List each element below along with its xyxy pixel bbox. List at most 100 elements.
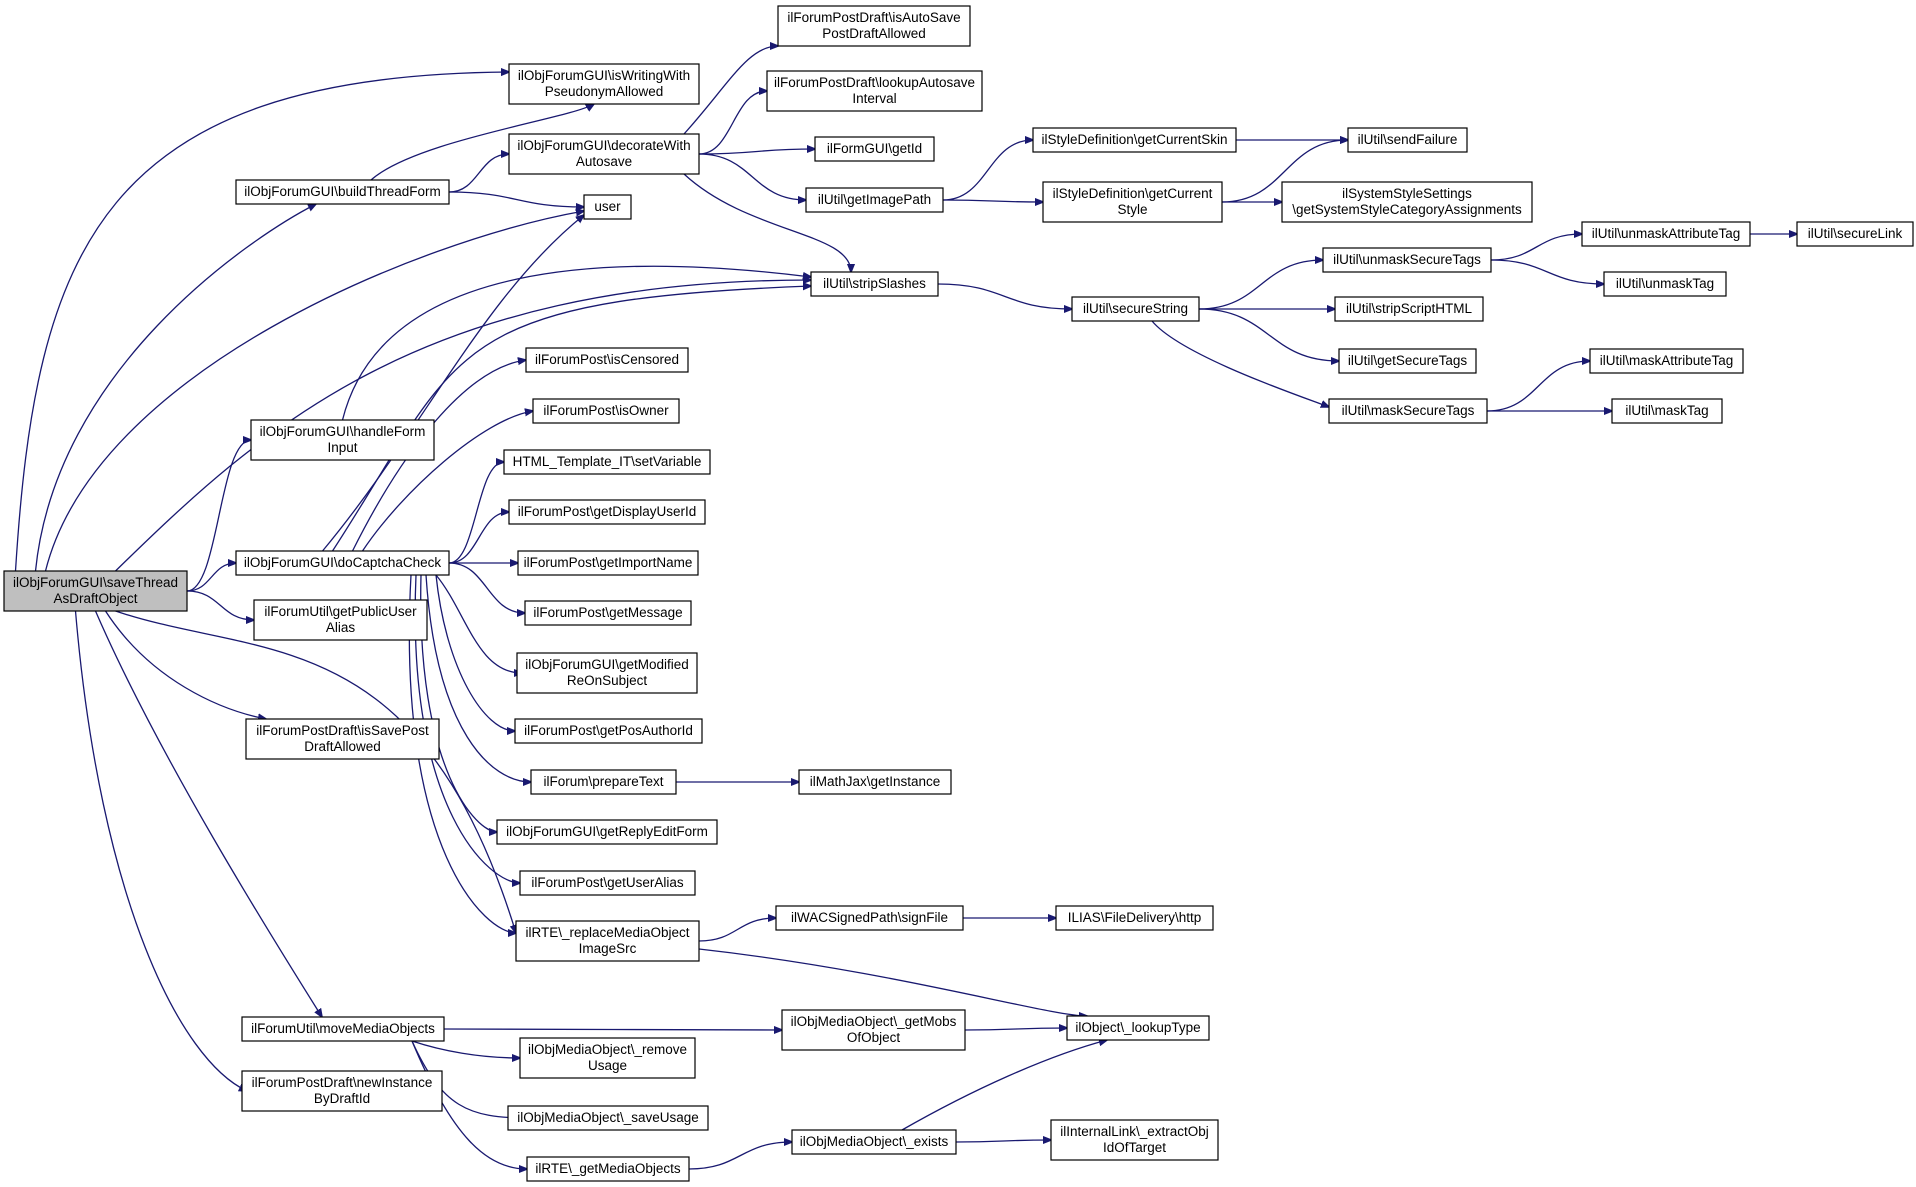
node-label: ilUtil\secureString	[1083, 301, 1188, 316]
node-label: ilObjForumGUI\doCaptchaCheck	[244, 555, 442, 570]
node-buildThreadForm[interactable]: ilObjForumGUI\buildThreadForm	[235, 179, 450, 205]
node-sendFailure[interactable]: ilUtil\sendFailure	[1347, 127, 1468, 153]
edge-buildThreadForm-to-user	[448, 191, 584, 207]
node-box	[241, 1070, 443, 1112]
edge-decorateWith-to-isAutoSave	[683, 46, 778, 135]
node-secureLink[interactable]: ilUtil\secureLink	[1796, 221, 1914, 247]
node-stripScriptHTML[interactable]: ilUtil\stripScriptHTML	[1334, 296, 1484, 322]
edge-moveMediaObjects-to-getMobs	[443, 1029, 782, 1030]
node-signFile[interactable]: ilWACSignedPath\signFile	[775, 905, 964, 931]
node-getImportName[interactable]: ilForumPost\getImportName	[517, 550, 699, 576]
node-box	[1066, 1015, 1210, 1041]
node-box	[775, 905, 964, 931]
node-setVariable[interactable]: HTML_Template_IT\setVariable	[503, 449, 711, 475]
node-getSecureTags[interactable]: ilUtil\getSecureTags	[1338, 348, 1477, 374]
node-box	[810, 271, 939, 297]
node-getUserAlias[interactable]: ilForumPost\getUserAlias	[519, 870, 696, 896]
node-isWritingWith[interactable]: ilObjForumGUI\isWritingWithPseudonymAllo…	[508, 63, 700, 105]
node-isOwner[interactable]: ilForumPost\isOwner	[532, 398, 680, 424]
node-label: ilObjForumGUI\isWritingWith	[518, 68, 690, 83]
node-label: ilStyleDefinition\getCurrentSkin	[1041, 132, 1227, 147]
node-maskAttributeTag[interactable]: ilUtil\maskAttributeTag	[1589, 348, 1744, 374]
node-maskTag[interactable]: ilUtil\maskTag	[1611, 398, 1723, 424]
node-label: Input	[327, 440, 357, 455]
node-fileDelivery[interactable]: ILIAS\FileDelivery\http	[1055, 905, 1214, 931]
node-box	[514, 718, 703, 744]
edge-getCurrentStyle-to-sendFailure	[1221, 140, 1348, 203]
node-secureString[interactable]: ilUtil\secureString	[1071, 296, 1200, 322]
node-user[interactable]: user	[583, 194, 632, 220]
node-label: ilUtil\maskTag	[1625, 403, 1708, 418]
node-getCurrentSkin[interactable]: ilStyleDefinition\getCurrentSkin	[1032, 127, 1237, 153]
node-box	[532, 398, 680, 424]
node-moveMediaObjects[interactable]: ilForumUtil\moveMediaObjects	[241, 1016, 445, 1042]
edge-saveThread-to-handleFormInput	[186, 440, 251, 592]
node-unmaskAttributeTag[interactable]: ilUtil\unmaskAttributeTag	[1581, 221, 1751, 247]
edge-getImagePath-to-getCurrentSkin	[942, 140, 1033, 201]
node-getMessage[interactable]: ilForumPost\getMessage	[524, 600, 692, 626]
edge-saveThread-to-isSavePost	[104, 610, 267, 719]
edge-getMobs-to-lookupType	[964, 1028, 1067, 1030]
node-saveUsage[interactable]: ilObjMediaObject\_saveUsage	[507, 1105, 709, 1131]
node-label: PseudonymAllowed	[545, 84, 664, 99]
node-isAutoSave[interactable]: ilForumPostDraft\isAutoSavePostDraftAllo…	[777, 5, 971, 47]
edge-saveThread-to-stripSlashes	[115, 280, 812, 572]
node-maskSecureTags[interactable]: ilUtil\maskSecureTags	[1328, 398, 1488, 424]
node-prepareText[interactable]: ilForum\prepareText	[530, 769, 677, 795]
node-label: ilObjForumGUI\handleForm	[260, 424, 426, 439]
edge-doCaptchaCheck-to-getPosAuthorId	[435, 574, 515, 731]
edge-doCaptchaCheck-to-prepareText	[425, 574, 531, 782]
node-sysStyle[interactable]: ilSystemStyleSettings\getSystemStyleCate…	[1281, 181, 1533, 223]
node-box	[1611, 398, 1723, 424]
node-box	[1796, 221, 1914, 247]
node-box	[530, 769, 677, 795]
node-label: ilUtil\secureLink	[1808, 226, 1903, 241]
node-label: ilForumPostDraft\newInstance	[252, 1075, 433, 1090]
node-label: ilRTE\_getMediaObjects	[535, 1161, 681, 1176]
node-label: ILIAS\FileDelivery\http	[1068, 910, 1202, 925]
node-box	[1328, 398, 1488, 424]
node-formGetId[interactable]: ilFormGUI\getId	[814, 136, 935, 162]
node-box	[1042, 181, 1223, 223]
node-unmaskTag[interactable]: ilUtil\unmaskTag	[1603, 271, 1727, 297]
edge-doCaptchaCheck-to-isOwner	[361, 411, 534, 552]
node-unmaskSecureTags[interactable]: ilUtil\unmaskSecureTags	[1322, 247, 1492, 273]
node-box	[798, 769, 952, 795]
node-isCensored[interactable]: ilForumPost\isCensored	[525, 347, 689, 373]
node-mobExists[interactable]: ilObjMediaObject\_exists	[791, 1129, 957, 1155]
edge-saveThread-to-moveMediaObjects	[94, 610, 323, 1017]
edge-saveThread-to-newInstance	[74, 610, 248, 1091]
node-getMediaObjects[interactable]: ilRTE\_getMediaObjects	[526, 1156, 690, 1182]
node-label: ilUtil\maskAttributeTag	[1600, 353, 1734, 368]
node-doCaptchaCheck[interactable]: ilObjForumGUI\doCaptchaCheck	[235, 550, 450, 576]
node-label: ilObjMediaObject\_getMobs	[791, 1014, 957, 1029]
node-label: Style	[1117, 202, 1147, 217]
node-label: ilObjMediaObject\_exists	[800, 1134, 949, 1149]
node-label: ilWACSignedPath\signFile	[791, 910, 948, 925]
node-box	[496, 819, 718, 845]
edge-getImagePath-to-getCurrentStyle	[942, 200, 1043, 202]
node-getDisplayUserId[interactable]: ilForumPost\getDisplayUserId	[508, 499, 706, 525]
node-getReplyEditForm[interactable]: ilObjForumGUI\getReplyEditForm	[496, 819, 718, 845]
node-getImagePath[interactable]: ilUtil\getImagePath	[805, 187, 944, 213]
node-lookupType[interactable]: ilObject\_lookupType	[1066, 1015, 1210, 1041]
node-box	[1334, 296, 1484, 322]
node-mathJax[interactable]: ilMathJax\getInstance	[798, 769, 952, 795]
edge-doCaptchaCheck-to-getReplyEditForm	[420, 574, 497, 832]
node-stripSlashes[interactable]: ilUtil\stripSlashes	[810, 271, 939, 297]
node-getPosAuthorId[interactable]: ilForumPost\getPosAuthorId	[514, 718, 703, 744]
node-box	[1589, 348, 1744, 374]
